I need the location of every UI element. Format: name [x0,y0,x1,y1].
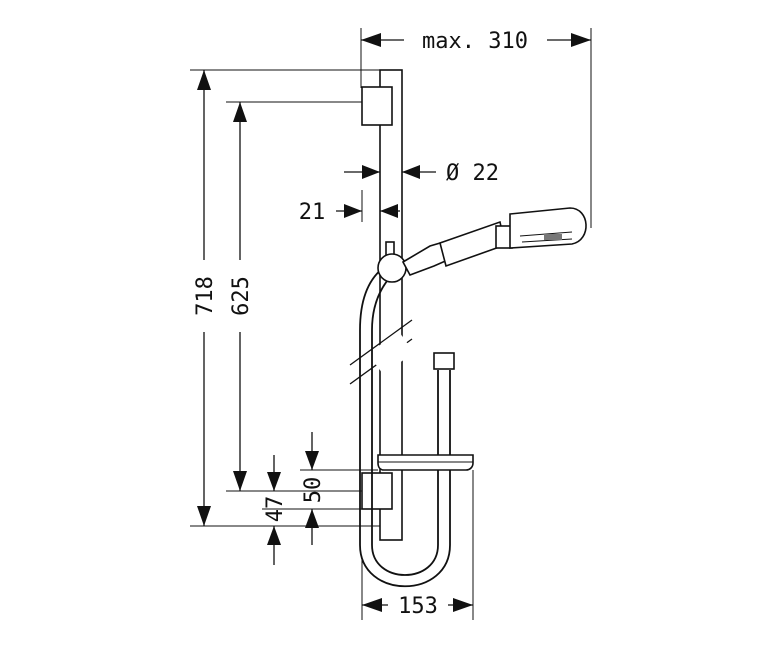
top-wall-bracket [361,86,393,126]
dim-holder-width [361,470,474,620]
hand-shower [401,207,587,276]
label-max-reach: max. 310 [422,29,528,54]
label-bottom-offset: 47 [263,496,288,523]
label-rail-offset: 21 [299,200,326,225]
label-mount-spacing: 625 [229,276,254,316]
wall-rail [379,69,403,541]
dim-rail-offset [336,190,400,222]
dim-max-reach [360,28,592,228]
label-holder-height: 50 [301,477,326,504]
soap-tray [377,454,474,471]
dim-diameter [344,125,436,185]
shower-hose [359,267,451,587]
dim-mount-spacing [226,101,362,492]
label-holder-width: 153 [398,594,438,619]
dimension-lines [190,28,592,620]
bottom-wall-bracket [361,472,393,510]
slider-knob [377,253,407,283]
dimension-labels: max. 310 Ø 22 21 718 625 47 50 153 [193,29,528,619]
label-diameter: Ø 22 [446,161,499,186]
label-total-height: 718 [193,276,218,316]
dim-holder-height [300,432,378,545]
shower-set-product [349,69,587,587]
hose-end-cap [433,352,455,370]
dim-total-height [190,69,380,527]
